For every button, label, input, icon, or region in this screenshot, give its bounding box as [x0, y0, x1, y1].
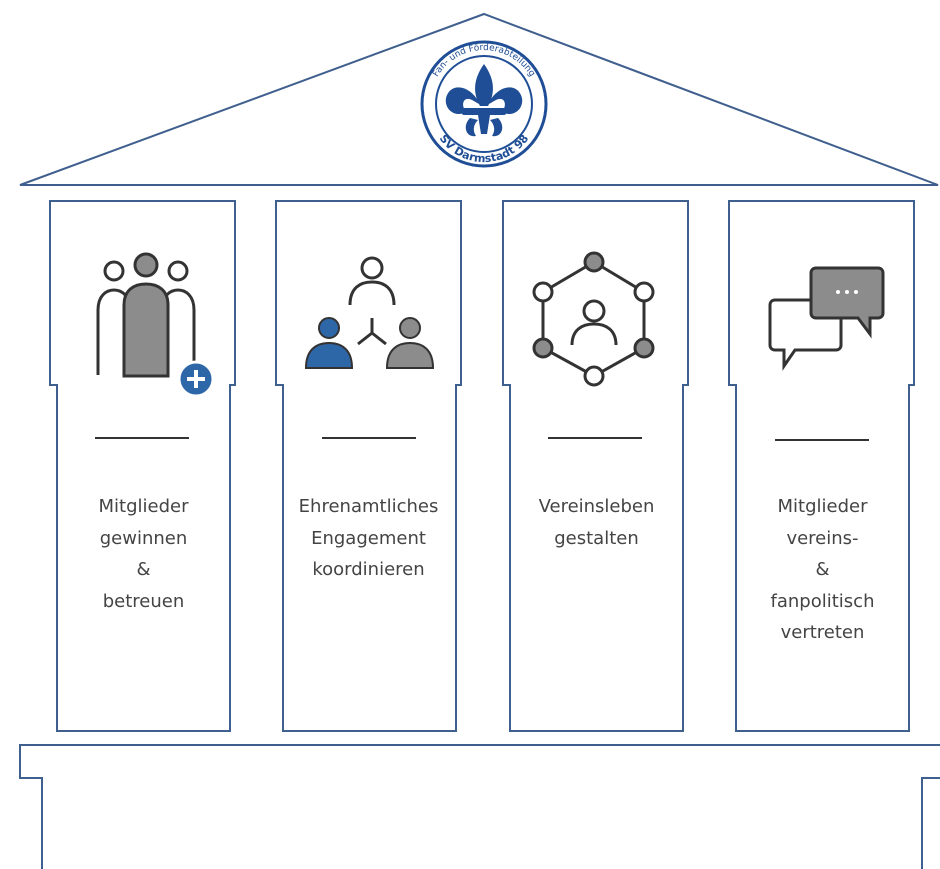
pillar-1-line-2: gewinnen [99, 527, 188, 549]
pillar-1-line-3: & [136, 559, 151, 580]
pillar-4-line-1: Mitglieder [777, 496, 868, 517]
pillar-2-text: Ehrenamtliches Engagement koordinieren [276, 491, 461, 586]
pillar-2 [275, 200, 462, 732]
pillar-3-line-1: Vereinsleben [538, 496, 655, 517]
pillar-1 [49, 200, 236, 732]
community-hub-icon [532, 251, 655, 387]
pillar-1-line-4: betreuen [102, 590, 185, 612]
pillar-4-line-2: vereins- [786, 527, 859, 549]
pillar-2-line-3: koordinieren [312, 559, 425, 580]
pillar-3 [502, 200, 689, 732]
speech-bubbles-icon [768, 266, 885, 371]
pillar-3-line-2: gestalten [554, 527, 639, 549]
club-crest: Fan- und Förderabteilung SV Darmstadt 98 [420, 40, 548, 168]
pillar-2-line-1: Ehrenamtliches [298, 496, 439, 517]
pillar-4-line-3: & [815, 559, 830, 580]
pillar-1-line-1: Mitglieder [98, 496, 189, 517]
pillar-2-line-2: Engagement [311, 527, 426, 549]
team-network-icon [304, 256, 435, 369]
pillar-3-text: Vereinsleben gestalten [510, 491, 683, 554]
pillar-1-text: Mitglieder gewinnen & betreuen [57, 491, 230, 617]
fleur-de-lis-icon [445, 64, 523, 137]
people-add-icon [96, 252, 215, 398]
pillar-4-text: Mitglieder vereins- & fanpolitisch vertr… [736, 491, 909, 649]
pillar-4-line-4: fanpolitisch [770, 590, 875, 612]
base-right-step [921, 777, 940, 869]
base-top-step [19, 744, 940, 869]
pillar-dividers [95, 437, 869, 441]
pillar-4-line-5: vertreten [780, 622, 865, 643]
temple-base [19, 744, 940, 869]
